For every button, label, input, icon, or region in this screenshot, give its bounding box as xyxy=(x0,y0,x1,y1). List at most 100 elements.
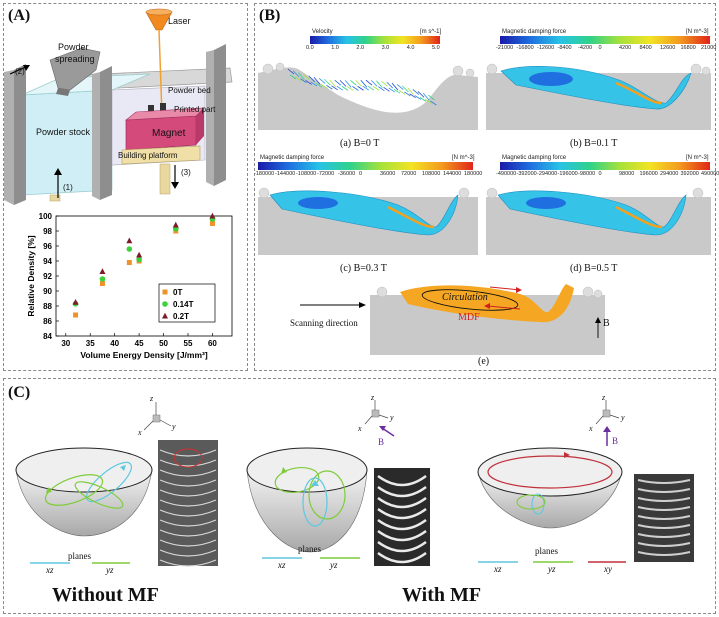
colorbar-tick: -294000 xyxy=(537,171,558,177)
sub-a-melt-pool xyxy=(258,62,478,130)
magnet-label: Magnet xyxy=(152,128,186,139)
legend-marker xyxy=(162,289,168,295)
sub-c-colorbar xyxy=(258,162,473,170)
melt-pool-with-mf-1 xyxy=(246,447,368,553)
colorbar-tick: 144000 xyxy=(443,171,462,177)
legend-marker xyxy=(162,312,168,319)
scanning-arrow xyxy=(300,302,366,308)
x-tick-label: 55 xyxy=(184,339,193,348)
colorbar-tick: -12600 xyxy=(537,45,555,51)
plane-xz-right: xz xyxy=(494,564,502,574)
colorbar-tick: 5.0 xyxy=(432,45,440,51)
axis-triad-right xyxy=(595,400,620,446)
sub-c-melt-pool xyxy=(258,187,478,255)
plane-yz-left: yz xyxy=(106,565,114,575)
legend-label: 0.2T xyxy=(173,312,189,321)
planes-label-left: planes xyxy=(68,551,91,561)
axis-z-left: z xyxy=(150,394,154,403)
colorbar-tick: 392000 xyxy=(680,171,699,177)
axis-triad-left xyxy=(143,402,172,431)
data-point xyxy=(72,299,79,305)
data-point xyxy=(209,212,216,219)
axis-x-right: x xyxy=(589,424,593,433)
legend-label: 0T xyxy=(173,288,182,297)
panel-a xyxy=(3,3,248,371)
plane-yz-middle: yz xyxy=(330,560,338,570)
x-tick-label: 35 xyxy=(86,339,95,348)
panel-b xyxy=(254,3,716,371)
panel-c xyxy=(3,378,716,614)
plane-xz-middle: xz xyxy=(278,560,286,570)
colorbar-tick: 490000 xyxy=(701,171,719,177)
panel-a-label: (A) xyxy=(8,7,31,24)
sub-d-caption: (d) B=0.5 T xyxy=(570,263,618,274)
sub-e-mdf-label: MDF xyxy=(458,312,480,323)
powder-bed-label: Powder bed xyxy=(168,86,211,95)
colorbar-tick: 0 xyxy=(359,171,363,177)
x-tick-label: 45 xyxy=(135,339,144,348)
data-point xyxy=(126,237,133,244)
sub-b-title: Magnetic damping force xyxy=(502,29,567,35)
powder-spreading-label-1: Powder xyxy=(58,42,89,52)
data-point xyxy=(99,281,105,286)
colorbar-tick: 1.0 xyxy=(331,45,339,51)
axis-y-middle: y xyxy=(390,413,394,422)
y-tick-label: 100 xyxy=(39,212,53,221)
melt-pool-with-mf-2 xyxy=(477,447,623,529)
colorbar-tick: 196000 xyxy=(639,171,658,177)
y-tick-label: 90 xyxy=(43,287,52,296)
with-mf-label: With MF xyxy=(402,584,482,606)
micrograph-with-mf-2 xyxy=(634,474,694,562)
colorbar-tick: -98000 xyxy=(578,171,596,177)
colorbar-tick: -144000 xyxy=(275,171,296,177)
y-tick-label: 96 xyxy=(43,242,52,251)
colorbar-tick: -108000 xyxy=(296,171,317,177)
sub-b-caption: (b) B=0.1 T xyxy=(570,138,618,149)
micrograph-with-mf-1 xyxy=(374,468,430,566)
colorbar-tick: -180000 xyxy=(254,171,275,177)
colorbar-tick: 36000 xyxy=(380,171,396,177)
panel-c-label: (C) xyxy=(8,384,31,401)
sub-e-b-label: B xyxy=(603,318,610,329)
colorbar-tick: 3.0 xyxy=(381,45,390,51)
axis-x-middle: x xyxy=(358,424,362,433)
y-tick-label: 94 xyxy=(43,257,52,266)
axis-y-right: y xyxy=(621,413,625,422)
colorbar-tick: -392000 xyxy=(516,171,537,177)
plane-legend-middle xyxy=(262,557,360,559)
colorbar-tick: -196000 xyxy=(557,171,578,177)
step-1-label: (1) xyxy=(63,183,73,192)
colorbar-tick: 4200 xyxy=(619,45,632,51)
data-point xyxy=(136,256,142,263)
colorbar-tick: -72000 xyxy=(317,171,335,177)
sub-e-circulation-label: Circulation xyxy=(442,292,488,303)
sub-a-title: Velocity xyxy=(312,29,333,35)
step-3-label: (3) xyxy=(181,168,191,177)
plane-legend-right xyxy=(478,561,626,563)
planes-label-right: planes xyxy=(535,546,558,556)
step-2-label: (2) xyxy=(15,67,25,76)
b-label-right: B xyxy=(612,436,619,446)
sub-c-title: Magnetic damping force xyxy=(260,155,325,161)
sub-d-colorbar xyxy=(500,162,710,170)
legend-label: 0.14T xyxy=(173,300,194,309)
sub-e-schematic xyxy=(370,284,605,355)
colorbar-tick: 4.0 xyxy=(406,45,415,51)
colorbar-tick: 294000 xyxy=(660,171,679,177)
data-point xyxy=(73,312,79,318)
data-point xyxy=(126,246,133,252)
sub-a-colorbar xyxy=(310,36,440,44)
x-tick-label: 60 xyxy=(208,339,217,348)
plane-xy-right: xy xyxy=(604,564,612,574)
powder-spreading-label-2: spreading xyxy=(55,54,95,64)
sub-d-unit: [N m^-3] xyxy=(686,155,709,161)
colorbar-tick: -4200 xyxy=(578,45,593,51)
data-point xyxy=(136,251,143,258)
colorbar-tick: 21000 xyxy=(701,45,717,51)
colorbar-tick: 8400 xyxy=(639,45,652,51)
axis-z-middle: z xyxy=(371,393,375,402)
powder-stock-label: Powder stock xyxy=(36,127,91,137)
colorbar-tick: 108000 xyxy=(422,171,441,177)
axis-z-right: z xyxy=(602,393,606,402)
